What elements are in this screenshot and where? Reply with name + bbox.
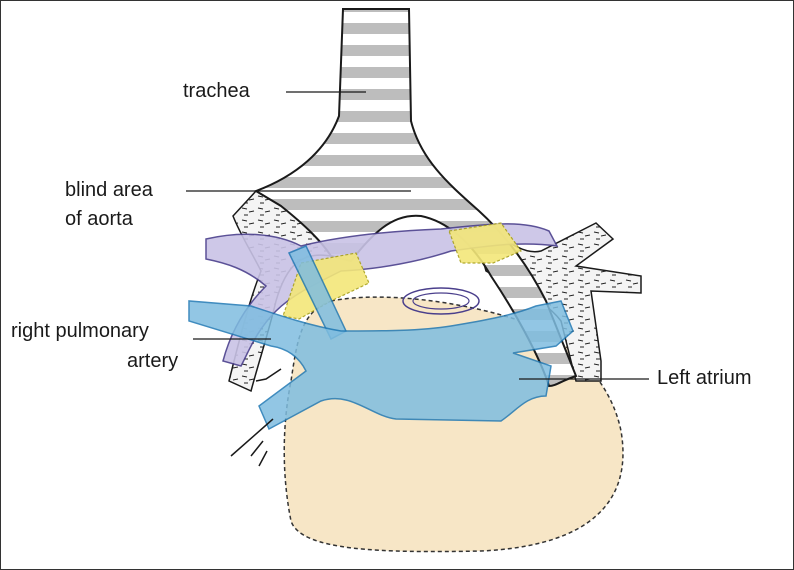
aorta-lumen-ring [402, 287, 480, 315]
label-left-atrium: Left atrium [657, 367, 752, 389]
label-blind-area-line1: blind area [65, 179, 153, 201]
label-rpa-line2: artery [127, 350, 179, 372]
blind-area-right [448, 222, 522, 264]
trachea-shape [253, 8, 578, 388]
label-trachea: trachea [183, 80, 250, 102]
label-rpa-line1: right pulmonary [11, 320, 149, 342]
pulmonary-artery [188, 300, 574, 431]
left-hilum-lines [230, 368, 282, 467]
aorta-lumen-inner [412, 292, 470, 310]
label-blind-area-line2: of aorta [65, 208, 133, 230]
